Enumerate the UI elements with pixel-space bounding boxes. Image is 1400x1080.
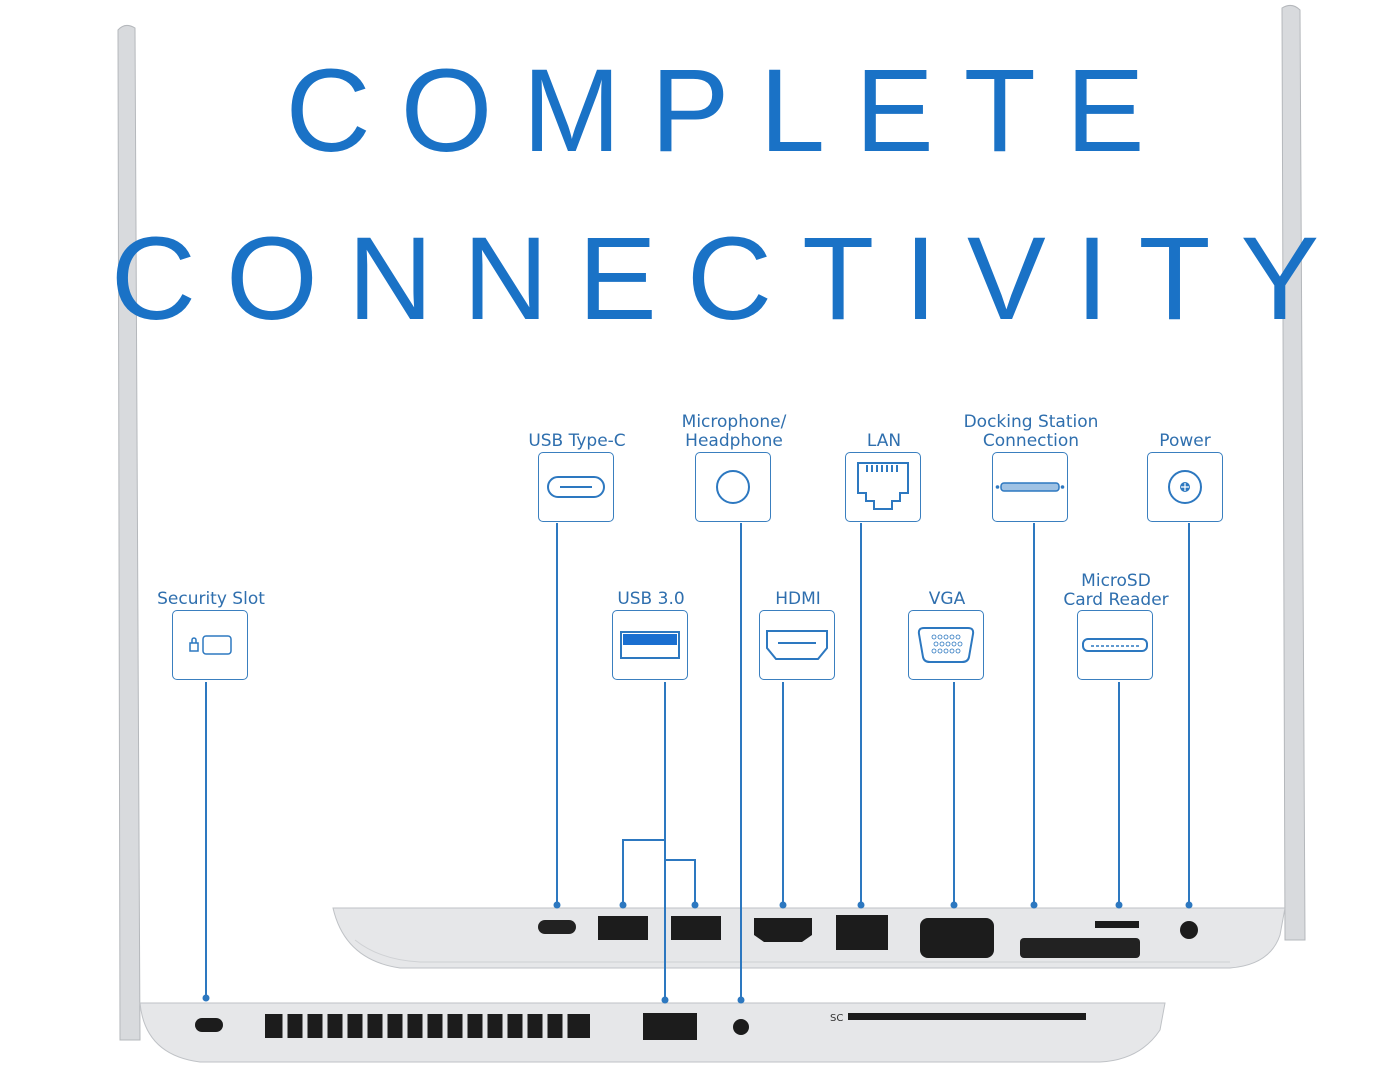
- microsd-icon: [1077, 610, 1153, 680]
- label-mic-line2: Headphone: [685, 431, 783, 451]
- label-lan: LAN: [866, 431, 902, 451]
- label-microphone-headphone: Microphone/Headphone: [634, 413, 834, 451]
- label-dock-line1: Docking Station: [963, 412, 1099, 432]
- audio-jack: [733, 1019, 749, 1035]
- docking-connector-icon: [992, 452, 1068, 522]
- front-usb-port: [643, 1013, 697, 1040]
- usbc-port: [538, 920, 576, 934]
- label-hdmi: HDMI: [775, 589, 821, 609]
- smartcard-mark: SC: [830, 1013, 843, 1024]
- security-slot: [195, 1018, 223, 1032]
- label-vga: VGA: [928, 589, 966, 609]
- hdmi-icon: [759, 610, 835, 680]
- usb-port-1: [598, 916, 648, 940]
- right-screen-edge: [1281, 4, 1306, 941]
- vga-icon: [908, 610, 984, 680]
- dock-port: [1020, 938, 1140, 958]
- label-mic-line1: Microphone/: [681, 412, 787, 432]
- label-security-slot: Security Slot: [157, 589, 265, 609]
- power-jack-icon: [1147, 452, 1223, 522]
- label-dock-line2: Connection: [982, 431, 1080, 451]
- ethernet-icon: [845, 452, 921, 522]
- label-usb-3: USB 3.0: [617, 589, 685, 609]
- microsd-slot: [1095, 921, 1139, 928]
- label-power: Power: [1159, 431, 1211, 451]
- title-line-2: CONNECTIVITY: [110, 213, 1350, 345]
- lock-slot-icon: [172, 610, 248, 680]
- hdmi-port: [754, 918, 812, 942]
- label-microsd-line2: Card Reader: [1063, 590, 1169, 610]
- left-screen-edge: [117, 24, 141, 1041]
- smartcard-slot: [848, 1013, 1086, 1020]
- callout-lines: [205, 523, 1190, 1000]
- usb-c-icon: [538, 452, 614, 522]
- headphone-jack-icon: [695, 452, 771, 522]
- rear-laptop-side: [332, 907, 1286, 969]
- label-usb-type-c: USB Type-C: [528, 431, 626, 451]
- title-line-1: COMPLETE: [285, 45, 1175, 177]
- power-jack: [1180, 921, 1198, 939]
- vga-port: [920, 918, 994, 958]
- lan-port: [836, 915, 888, 950]
- usb-a-icon: [612, 610, 688, 680]
- label-microsd-line1: MicroSD: [1081, 571, 1151, 591]
- usb-port-2: [671, 916, 721, 940]
